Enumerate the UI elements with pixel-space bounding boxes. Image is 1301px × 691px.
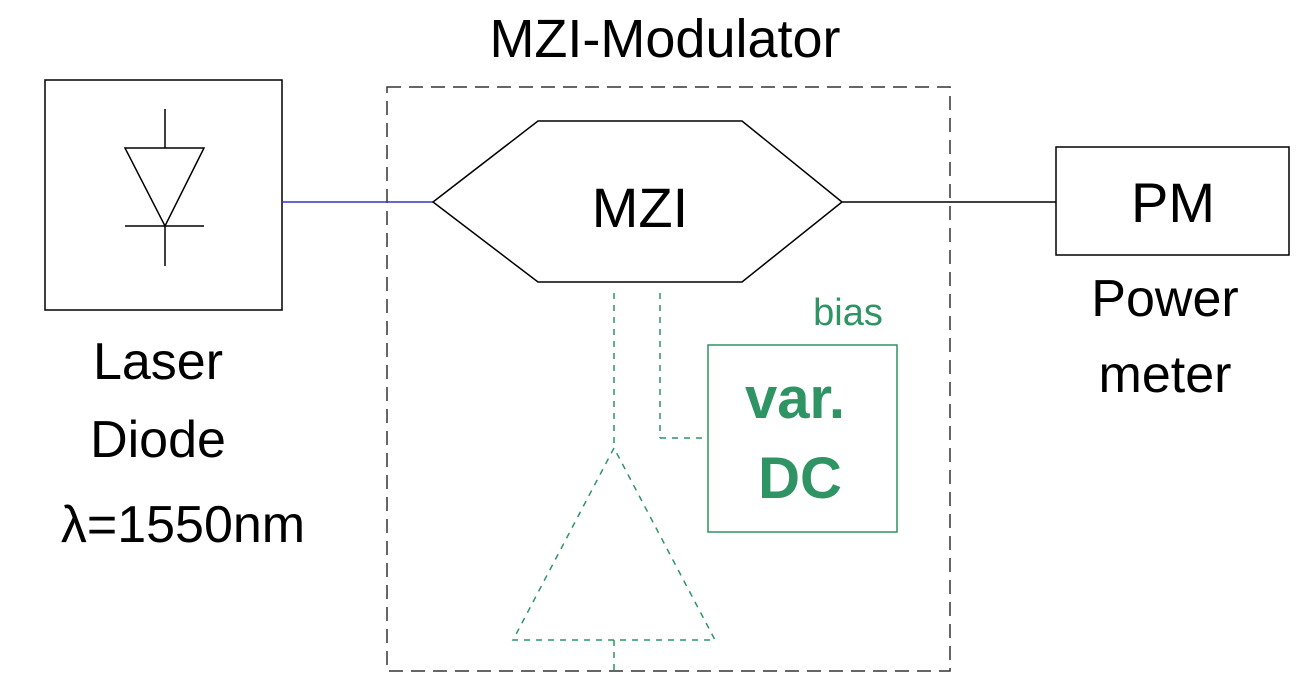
laser-diode-block: Laser Diode λ=1550nm bbox=[44, 79, 305, 554]
laser-label-line2: Diode bbox=[90, 411, 226, 469]
mzi-block: MZI bbox=[431, 120, 844, 283]
dc-source-label-line2: DC bbox=[758, 446, 842, 511]
power-meter-label-line2: meter bbox=[1099, 346, 1232, 404]
power-meter-box bbox=[1055, 146, 1290, 256]
bias-network bbox=[511, 293, 717, 671]
laser-label-line3: λ=1550nm bbox=[61, 496, 305, 554]
power-meter-block: PM Power meter bbox=[1055, 146, 1290, 404]
laser-diode-box bbox=[44, 79, 283, 311]
mzi-label: MZI bbox=[592, 176, 688, 239]
diagram-title: MZI-Modulator bbox=[489, 9, 840, 69]
dc-source-block: var. DC bbox=[707, 344, 898, 533]
power-meter-label-line1: Power bbox=[1091, 270, 1238, 328]
dc-source-box bbox=[707, 344, 898, 533]
dc-source-label-line1: var. bbox=[745, 366, 845, 431]
laser-label-line1: Laser bbox=[93, 333, 223, 391]
modulator-enclosure bbox=[386, 86, 951, 672]
power-meter-box-label: PM bbox=[1131, 171, 1215, 234]
bias-label: bias bbox=[813, 292, 883, 334]
rf-driver-triangle bbox=[511, 446, 717, 641]
diode-symbol-icon bbox=[123, 109, 206, 266]
